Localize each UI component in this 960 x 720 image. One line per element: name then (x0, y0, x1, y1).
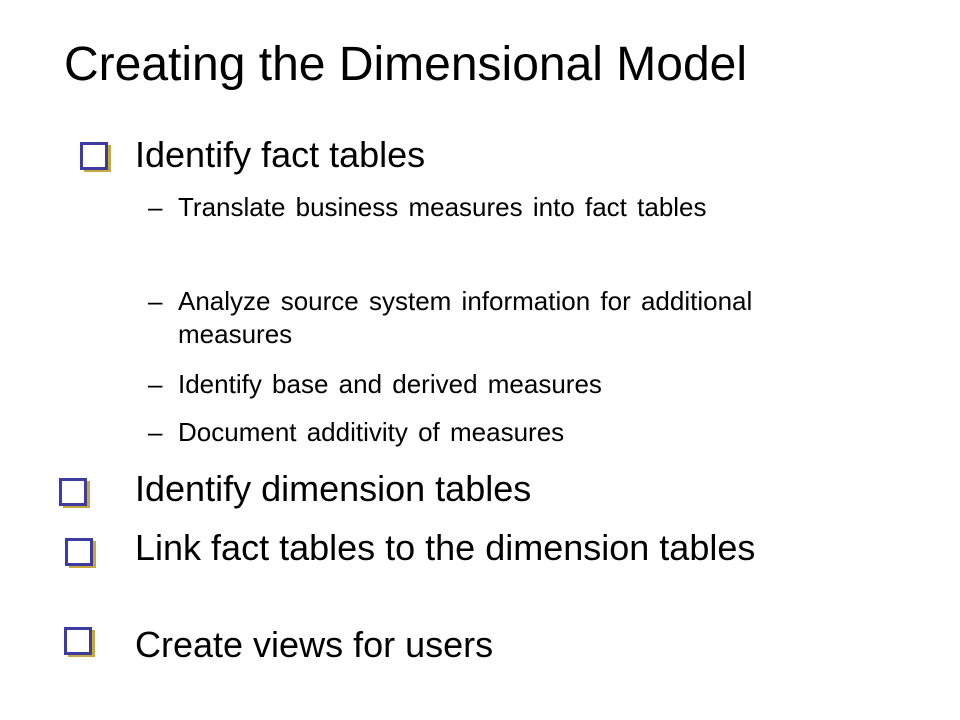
bullet-link-fact-tables: Link fact tables to the dimension tables (135, 527, 756, 568)
dash: – (148, 417, 163, 447)
sub-item-translate-measures: –Translate business measures into fact t… (148, 191, 828, 224)
bullet-create-views: Create views for users (135, 624, 494, 665)
sub-item-text: Identify base and derived measures (178, 369, 602, 399)
checkbox-icon (57, 476, 97, 516)
checkbox-box (64, 627, 92, 655)
sub-item-text: Document additivity of measures (178, 417, 565, 447)
sub-item-analyze-source: –Analyze source system information for a… (148, 285, 828, 351)
checkbox-box (80, 142, 108, 170)
dash: – (148, 192, 163, 222)
slide-title: Creating the Dimensional Model (64, 38, 748, 91)
checkbox-box (65, 538, 93, 566)
dash: – (148, 286, 163, 316)
sub-item-text: Translate business measures into fact ta… (178, 192, 707, 222)
bullet-identify-dimension-tables: Identify dimension tables (135, 468, 532, 509)
dash: – (148, 369, 163, 399)
checkbox-icon (63, 536, 103, 576)
checkbox-icon (78, 140, 118, 180)
sub-item-text: Analyze source system information for ad… (178, 286, 753, 349)
sub-item-identify-base-derived: –Identify base and derived measures (148, 368, 848, 401)
checkbox-icon (62, 625, 102, 665)
bullet-identify-fact-tables: Identify fact tables (135, 134, 426, 175)
sub-item-document-additivity: –Document additivity of measures (148, 416, 848, 449)
checkbox-box (59, 478, 87, 506)
